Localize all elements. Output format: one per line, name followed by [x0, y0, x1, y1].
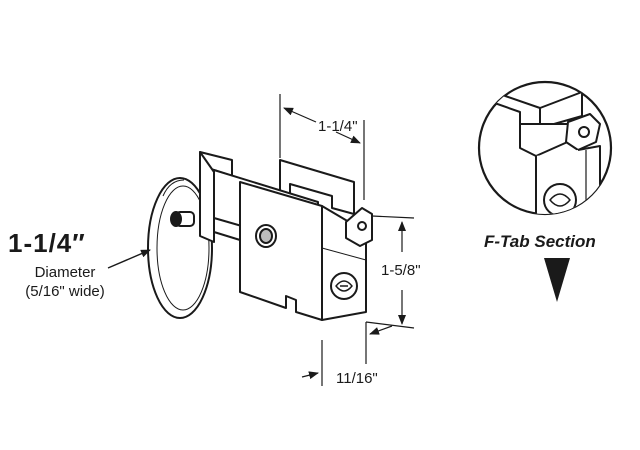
f-tab-detail	[477, 80, 613, 216]
axle	[170, 211, 195, 227]
dimension-depth	[301, 322, 393, 386]
diameter-leader	[107, 249, 151, 269]
roller-assembly	[147, 151, 373, 321]
label-depth: 11/16"	[336, 370, 378, 387]
label-top-width: 1-1/4"	[318, 118, 358, 135]
dimension-height	[365, 215, 415, 329]
dimension-top-width	[279, 94, 365, 200]
wheel	[147, 177, 213, 319]
wheel-diameter-value: 1-1/4″	[8, 228, 86, 258]
f-tab-section-label: F-Tab Section	[484, 232, 596, 251]
adjustment-screw	[330, 272, 358, 300]
down-pointer-icon	[544, 258, 570, 302]
wheel-diameter-label: Diameter	[34, 264, 96, 281]
wheel-width-note: (5/16" wide)	[25, 283, 105, 300]
front-plate	[239, 181, 323, 321]
label-height: 1-5/8"	[381, 262, 421, 279]
mounting-hole	[255, 224, 277, 248]
